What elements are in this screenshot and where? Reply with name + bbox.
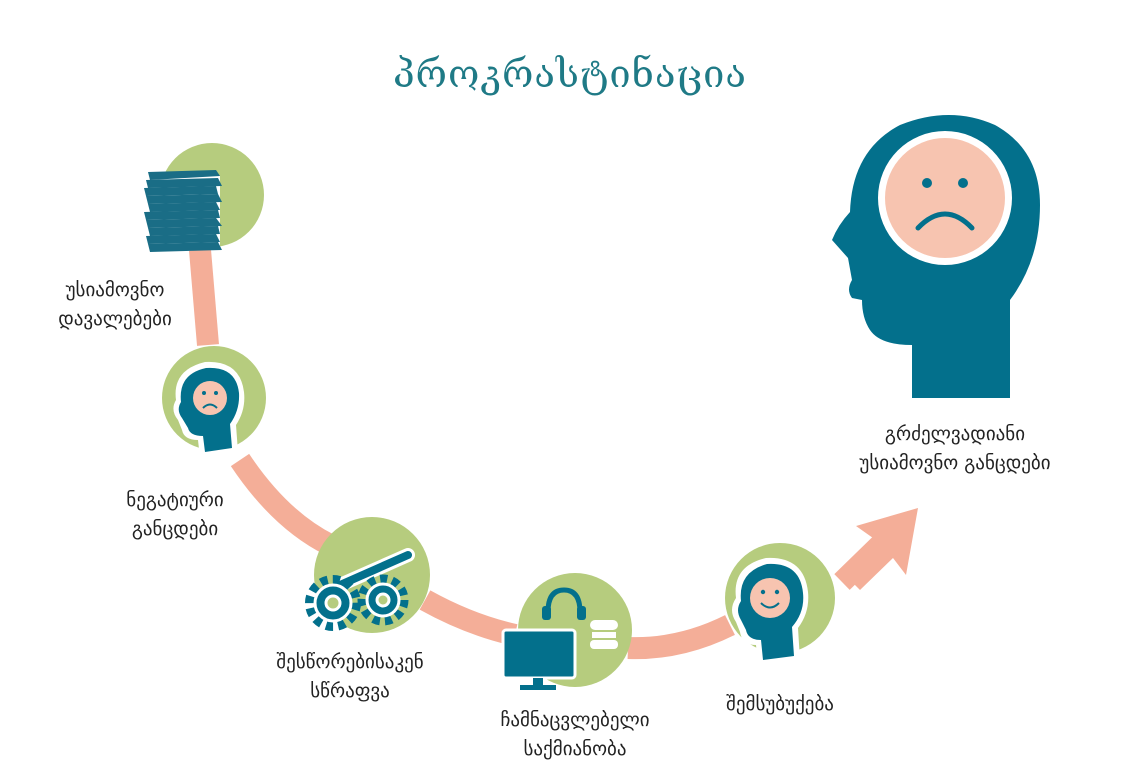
- diagram-title: პროკრასტინაცია: [393, 52, 747, 96]
- paper-stack-icon: [144, 170, 222, 252]
- large-sad-head-icon: [832, 115, 1040, 398]
- step-3-line2: სწრაფვა: [310, 680, 390, 702]
- outcome-line2: უსიამოვნო განცდები: [859, 452, 1051, 474]
- step-1-line1: უსიამოვნო: [65, 279, 165, 301]
- step-1-line2: დავალებები: [58, 308, 172, 330]
- step-4-line2: საქმიანობა: [523, 738, 627, 760]
- step-5-icon: [725, 543, 835, 664]
- step-2-label: ნეგატიური განცდები: [110, 486, 240, 544]
- step-2-line1: ნეგატიური: [126, 489, 224, 511]
- outcome-line1: გრძელვადიანი: [884, 423, 1026, 445]
- step-3-label: შესწორებისაკენ სწრაფვა: [260, 648, 440, 706]
- cycle-connector: [189, 249, 888, 660]
- step-3-icon: [305, 517, 430, 633]
- step-5-line1: შემსუბუქება: [726, 693, 834, 715]
- arrow-head-icon: [840, 508, 918, 590]
- step-3-line1: შესწორებისაკენ: [276, 651, 424, 673]
- monitor-headphones-burger-icon: [501, 587, 618, 690]
- step-4-label: ჩამნაცვლებელი საქმიანობა: [470, 706, 680, 764]
- step-5-label: შემსუბუქება: [690, 690, 870, 719]
- step-1-icon: [144, 143, 264, 252]
- sad-head-icon: [173, 361, 245, 458]
- step-1-label: უსიამოვნო დავალებები: [30, 276, 200, 334]
- step-2-line2: განცდები: [131, 518, 219, 540]
- step-4-line1: ჩამნაცვლებელი: [500, 709, 650, 731]
- gears-wrench-icon: [305, 548, 415, 631]
- outcome-label: გრძელვადიანი უსიამოვნო განცდები: [830, 420, 1080, 478]
- happy-head-icon: [732, 557, 809, 664]
- step-4-icon: [501, 573, 632, 690]
- step-2-icon: [162, 346, 266, 458]
